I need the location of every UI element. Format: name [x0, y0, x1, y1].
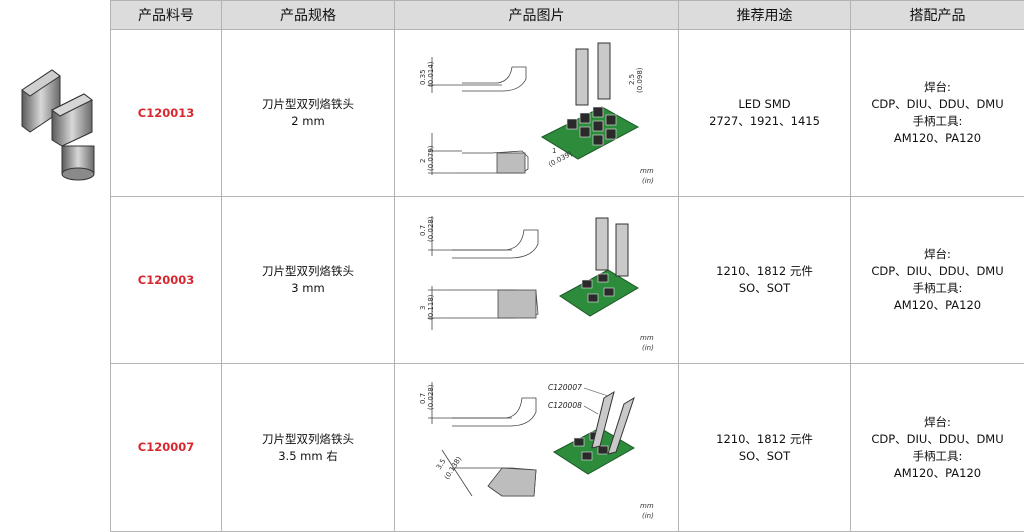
- blade-tip-thumbnail-icon: [0, 28, 110, 198]
- recommended-use: 1210、1812 元件 SO、SOT: [678, 196, 851, 364]
- compatible-products: 焊台: CDP、DIU、DDU、DMU 手柄工具: AM120、PA120: [850, 196, 1024, 364]
- product-code: C120007: [110, 363, 222, 532]
- compat-line: AM120、PA120: [893, 131, 982, 145]
- product-spec: 刀片型双列烙铁头 3 mm: [221, 196, 395, 364]
- dim-top: 0.7: [419, 392, 427, 403]
- compat-line: CDP、DIU、DDU、DMU: [871, 264, 1004, 278]
- table-row: C120003 刀片型双列烙铁头 3 mm 0.7 (0.028): [110, 196, 1024, 364]
- product-drawing: 0.7 (0.028) 3.5 (0.138) C120007 C120008: [394, 363, 679, 532]
- spec-line: 刀片型双列烙铁头: [262, 97, 354, 111]
- spec-line: 3.5 mm 右: [278, 448, 338, 463]
- dim-pitch: 1: [552, 147, 556, 155]
- compatible-products: 焊台: CDP、DIU、DDU、DMU 手柄工具: AM120、PA120: [850, 29, 1024, 197]
- product-code: C120003: [110, 196, 222, 364]
- use-line: 1210、1812 元件: [716, 264, 813, 278]
- unit-in: (in): [642, 344, 654, 352]
- unit-mm: mm: [640, 334, 654, 342]
- recommended-use: 1210、1812 元件 SO、SOT: [678, 363, 851, 532]
- use-line: LED SMD: [738, 97, 791, 111]
- compat-line: 焊台:: [924, 247, 951, 261]
- compat-line: 手柄工具:: [912, 114, 963, 128]
- compat-line: CDP、DIU、DDU、DMU: [871, 97, 1004, 111]
- use-line: SO、SOT: [738, 281, 791, 295]
- product-drawing: 0.35 (0.014) 2 (0.079) 2.5: [394, 29, 679, 197]
- dim-top-in: (0.028): [427, 384, 435, 410]
- product-spec: 刀片型双列烙铁头 2 mm: [221, 29, 395, 197]
- dim-width: 3.5: [434, 457, 447, 471]
- spec-line: 2 mm: [291, 114, 325, 128]
- dim-height: 2.5: [628, 74, 636, 85]
- compatible-products: 焊台: CDP、DIU、DDU、DMU 手柄工具: AM120、PA120: [850, 363, 1024, 532]
- compat-line: AM120、PA120: [893, 465, 982, 480]
- callout-c120008: C120008: [548, 401, 582, 410]
- use-line: SO、SOT: [738, 448, 791, 463]
- header-image: 产品图片: [394, 0, 679, 30]
- unit-in: (in): [642, 177, 654, 185]
- recommended-use: LED SMD 2727、1921、1415: [678, 29, 851, 197]
- unit-mm: mm: [640, 167, 654, 175]
- dim-top-in: (0.014): [427, 61, 435, 87]
- table-row: C120007 刀片型双列烙铁头 3.5 mm 右 0.7 (0.028) 3: [110, 363, 1024, 532]
- compat-line: 焊台:: [924, 80, 951, 94]
- product-spec: 刀片型双列烙铁头 3.5 mm 右: [221, 363, 395, 532]
- dim-width: 2: [419, 159, 427, 163]
- dim-top: 0.7: [419, 225, 427, 236]
- dim-height-in: (0.098): [636, 67, 644, 93]
- compat-line: 焊台:: [924, 414, 951, 429]
- header-use: 推荐用途: [678, 0, 851, 30]
- callout-c120007: C120007: [548, 383, 582, 392]
- product-drawing: 0.7 (0.028) 3 (0.118) mm (in): [394, 196, 679, 364]
- unit-in: (in): [642, 512, 654, 520]
- compat-line: 手柄工具:: [912, 448, 963, 463]
- product-table: 产品料号 产品规格 产品图片 推荐用途 搭配产品 C120013 刀片型双列烙铁…: [110, 0, 1024, 532]
- header-spec: 产品规格: [221, 0, 395, 30]
- spec-line: 刀片型双列烙铁头: [262, 264, 354, 278]
- header-compat: 搭配产品: [850, 0, 1024, 30]
- spec-line: 3 mm: [291, 281, 325, 295]
- header-row: 产品料号 产品规格 产品图片 推荐用途 搭配产品: [110, 0, 1024, 30]
- use-line: 2727、1921、1415: [709, 114, 820, 128]
- header-code: 产品料号: [110, 0, 222, 30]
- product-code: C120013: [110, 29, 222, 197]
- compat-line: 手柄工具:: [912, 281, 963, 295]
- dim-width-in: (0.118): [427, 294, 435, 320]
- dim-top-in: (0.028): [427, 216, 435, 242]
- unit-mm: mm: [640, 502, 654, 510]
- dim-width-in: (0.079): [427, 145, 435, 171]
- table-row: C120013 刀片型双列烙铁头 2 mm 0.35: [110, 29, 1024, 197]
- spec-line: 刀片型双列烙铁头: [262, 431, 354, 446]
- dim-top: 0.35: [419, 69, 427, 85]
- compat-line: AM120、PA120: [893, 298, 982, 312]
- dim-width: 3: [419, 306, 427, 310]
- compat-line: CDP、DIU、DDU、DMU: [871, 431, 1004, 446]
- use-line: 1210、1812 元件: [716, 431, 813, 446]
